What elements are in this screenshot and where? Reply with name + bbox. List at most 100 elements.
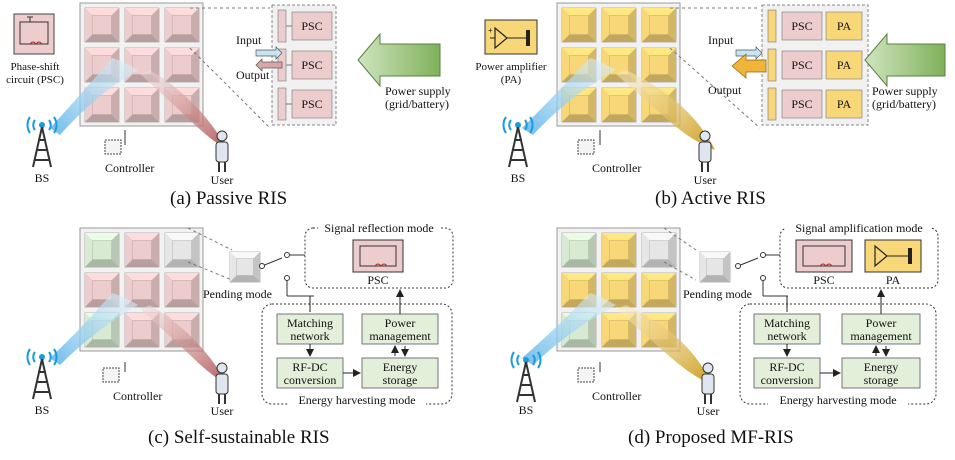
pa-icon-d: [864, 239, 922, 273]
rfdc-label-2: conversion: [284, 373, 337, 387]
ris-element: [641, 232, 677, 268]
psc-icon-d: [795, 239, 853, 273]
controller-icon-c: [102, 367, 120, 383]
bs-icon-b: [502, 116, 534, 168]
power-supply-label-b-2: (grid/battery): [872, 97, 936, 111]
pending-mode-label: Pending mode: [203, 287, 272, 301]
pending-element-icon-d: [699, 251, 731, 283]
energy-storage-box-d: [841, 357, 921, 389]
incident-beam-b: [522, 58, 616, 135]
reflected-beam: [140, 70, 228, 150]
input-arrow-icon-b: [735, 46, 763, 60]
ris-element: [561, 272, 597, 308]
ris-panel-a: [79, 2, 204, 127]
output-label-b: Output: [708, 83, 742, 97]
pa-block-label: PA: [837, 58, 852, 72]
power-supply-label-2: (grid/battery): [385, 97, 449, 111]
psc-block-label: PSC: [791, 97, 812, 111]
caption-c: (c) Self-sustainable RIS: [148, 427, 330, 448]
psc-legend-label-2: circuit (PSC): [6, 74, 64, 86]
ris-panel-d: [556, 227, 681, 352]
ris-element: [601, 232, 637, 268]
matching-label: Matching: [287, 316, 333, 330]
ris-element: [164, 7, 200, 43]
reflected-beam-c: [140, 305, 228, 385]
rfdc-label-d-2: conversion: [761, 373, 814, 387]
ris-element: [601, 87, 637, 123]
storage-label-d-2: storage: [864, 373, 899, 387]
eh-mode-box: [261, 303, 453, 405]
caption-d: (d) Proposed MF-RIS: [628, 427, 794, 448]
controller-icon-d: [577, 367, 595, 383]
bs-label-b: BS: [511, 171, 526, 185]
storage-label: Energy: [383, 360, 417, 374]
psc-block: [781, 11, 823, 41]
matching-network-box-d: [753, 313, 821, 345]
pending-element: [229, 251, 261, 283]
power-supply-arrow-icon: [357, 32, 441, 88]
matching-network-box: [276, 313, 344, 345]
power-mgmt-label-d-2: management: [850, 329, 912, 343]
pa-block: [825, 89, 863, 119]
ris-element: [124, 7, 160, 43]
user-icon-b: [698, 130, 712, 172]
output-arrow-icon: [255, 58, 283, 72]
amplified-beam-d: [616, 305, 712, 385]
svg-text:+: +: [488, 26, 493, 35]
psc-block: [291, 11, 333, 41]
psc-block: [291, 89, 333, 119]
psc-block: [291, 50, 333, 80]
controller-label: Controller: [105, 161, 154, 175]
ris-panel-b: [556, 2, 681, 127]
pending-mode-label-d: Pending mode: [683, 287, 752, 301]
controller-label-c: Controller: [113, 389, 162, 403]
user-icon-c: [215, 362, 229, 404]
ris-element: [561, 7, 597, 43]
matching-label-d: Matching: [764, 316, 810, 330]
rfdc-box-d: [753, 357, 821, 389]
ris-element: [561, 232, 597, 268]
psc-label-c: PSC: [367, 273, 388, 287]
pa-label-d: PA: [886, 273, 901, 287]
controller-label-d: Controller: [592, 389, 641, 403]
amplification-mode-box: [779, 227, 939, 289]
ris-element: [124, 232, 160, 268]
pending-element: [699, 251, 731, 283]
reflection-mode-label: Signal reflection mode: [324, 221, 433, 235]
input-arrow-icon: [255, 46, 283, 60]
ris-element: [641, 7, 677, 43]
amplification-mode-label: Signal amplification mode: [795, 221, 922, 235]
ris-element: [84, 232, 120, 268]
power-management-box: [361, 313, 439, 345]
bs-label: BS: [35, 171, 50, 185]
pending-element-icon: [229, 251, 261, 283]
element-strip: [767, 87, 777, 121]
panel-c: Pending mode Signal reflection mode PSC …: [26, 220, 454, 448]
rfdc-box: [276, 357, 344, 389]
ris-element: [164, 232, 200, 268]
matching-label-2: network: [290, 329, 329, 343]
user-label: User: [211, 173, 234, 187]
output-label: Output: [236, 68, 270, 82]
ris-element: [601, 312, 637, 348]
pa-block: [825, 11, 863, 41]
pa-legend-label-2: (PA): [501, 74, 522, 86]
pa-legend-icon: +: [484, 19, 538, 55]
bs-icon-d: [510, 351, 542, 403]
ris-element: [601, 7, 637, 43]
incident-beam-d: [522, 293, 616, 365]
ris-element: [164, 47, 200, 83]
amplified-beam-b: [616, 70, 715, 150]
pa-block: [825, 50, 863, 80]
incident-beam-c: [50, 293, 138, 365]
user-label-d: User: [697, 404, 720, 418]
psc-legend-icon: [13, 13, 55, 55]
ris-element: [641, 272, 677, 308]
power-supply-label: Power supply: [385, 84, 451, 98]
pa-block-label: PA: [837, 19, 852, 33]
storage-label-2: storage: [383, 373, 418, 387]
input-label-b: Input: [708, 33, 734, 47]
power-mgmt-label: Power: [385, 316, 416, 330]
